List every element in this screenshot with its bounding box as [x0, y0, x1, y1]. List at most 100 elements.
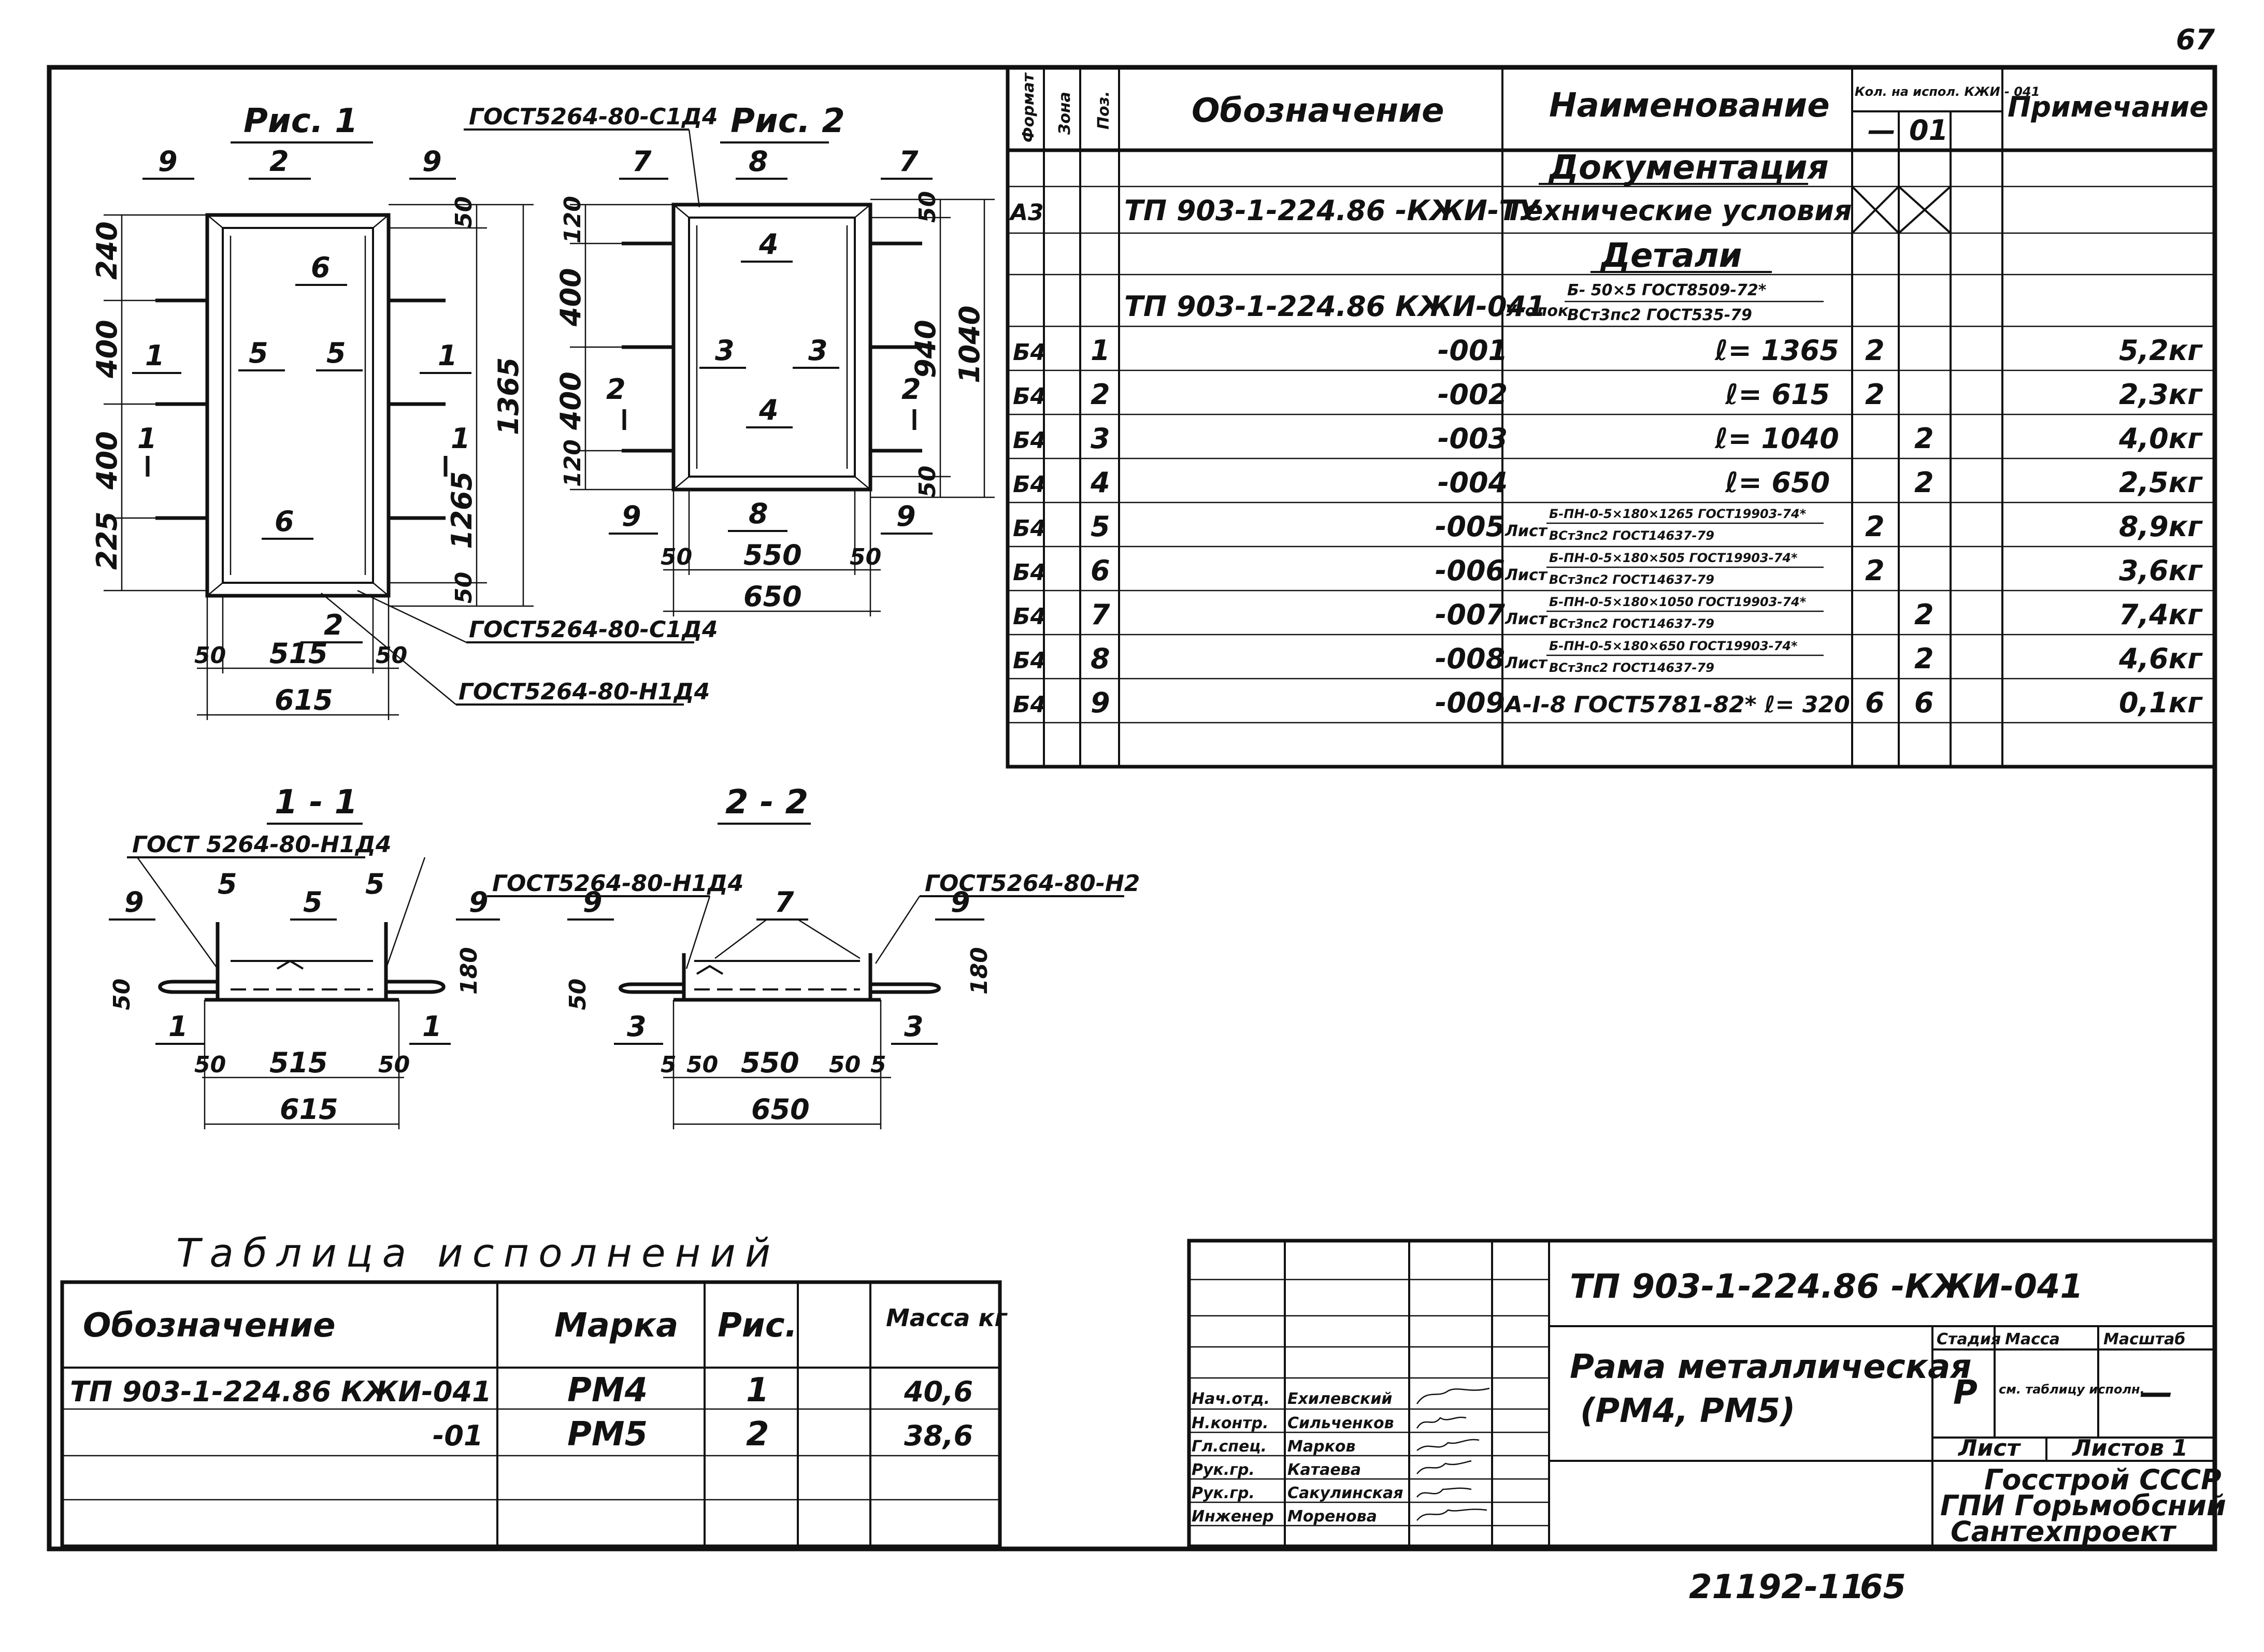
figure-2: Рис. 2 120 400 400 120: [554, 102, 995, 616]
variants-row-0-designation: ТП 903-1-224.86 КЖИ-041: [70, 1375, 492, 1408]
spec-row-6-designation: -003: [1438, 422, 1508, 455]
spec-row-10-name: Лист: [1504, 610, 1548, 628]
spec-header-qty-b: 01: [1909, 114, 1948, 147]
fig2-dim-bottom-1: 50: [661, 544, 692, 570]
section-2-dim-180: 180: [966, 947, 993, 995]
spec-row-6-pos: 3: [1091, 422, 1110, 455]
spec-header-format: Формат: [1020, 72, 1038, 142]
fig2-callout-8a: 8: [749, 145, 768, 178]
fig1-dim-left-2: 400: [91, 320, 123, 379]
variants-row-1-mass: 38,6: [904, 1419, 973, 1452]
spec-row-9-name: Лист: [1504, 566, 1548, 584]
spec-row-10-designation: -007: [1435, 598, 1506, 631]
figure-1: Рис. 1 ГОСТ5264-80-С1Д4 240 400: [91, 102, 718, 720]
spec-row-11-name-top: Б-ПН-0-5×180×650 ГОСТ19903-74*: [1549, 639, 1798, 653]
fig2-callout-7a: 7: [632, 145, 652, 178]
spec-row-11-format: Б4: [1013, 648, 1046, 674]
fig2-callout-3b: 3: [808, 334, 828, 367]
fig2-callout-8b: 8: [749, 497, 768, 530]
spec-header-designation: Обозначение: [1192, 92, 1444, 130]
section-2-gost-b: ГОСТ5264-80-Н2: [925, 870, 1140, 897]
section-1-callout-9a: 9: [124, 886, 144, 918]
fig1-dim-bottom-4: 615: [275, 684, 333, 716]
section-2-callout-9b: 9: [951, 886, 970, 918]
spec-row-3-designation: ТП 903-1-224.86 КЖИ-041: [1124, 290, 1546, 323]
spec-row-5-note: 2,3кг: [2119, 378, 2203, 411]
spec-row-1-name: Технические условия: [1505, 194, 1852, 227]
spec-row-11-pos: 8: [1091, 642, 1110, 675]
spec-row-9: Б4 6 -006 Лист Б-ПН-0-5×180×505 ГОСТ1990…: [1013, 551, 2203, 587]
spec-row-10-qty-b: 2: [1914, 598, 1934, 631]
fig2-title: Рис. 2: [730, 102, 845, 140]
section-1-callout-9b: 9: [469, 886, 489, 918]
spec-row-11-qty-b: 2: [1914, 642, 1934, 675]
spec-header-note: Примечание: [2008, 91, 2209, 123]
spec-row-7-format: Б4: [1013, 471, 1046, 498]
title-block-sheets-label: Листов 1: [2071, 1435, 2188, 1461]
spec-row-5-pos: 2: [1091, 378, 1110, 411]
spec-row-12-note: 0,1кг: [2119, 686, 2203, 719]
spec-row-4-format: Б4: [1013, 339, 1046, 366]
spec-row-10-format: Б4: [1013, 604, 1046, 630]
spec-row-5: Б4 2 -002 ℓ= 615 2 2,3кг: [1013, 378, 2203, 411]
section-2-dim-5b: 5: [870, 1052, 886, 1078]
spec-row-8-name-top: Б-ПН-0-5×180×1265 ГОСТ19903-74*: [1549, 507, 1807, 521]
title-block-title-1: Рама металлическая: [1570, 1348, 1971, 1386]
spec-row-9-qty-a: 2: [1865, 554, 1885, 587]
variants-header-mark: Марка: [554, 1306, 678, 1345]
fig1-dim-right-4: 50: [451, 572, 477, 604]
fig2-callout-4a: 4: [758, 228, 779, 261]
fig1-dim-right-3: 1265: [446, 471, 478, 549]
section-2-dim-50-left: 50: [565, 979, 591, 1010]
person-2-name: Марков: [1287, 1438, 1356, 1456]
variants-row-1-mark: РМ5: [567, 1415, 648, 1454]
spec-row-6: Б4 3 -003 ℓ= 1040 2 4,0кг: [1013, 422, 2203, 455]
section-1-dim-50b: 50: [378, 1052, 410, 1078]
fig2-callout-4b: 4: [758, 394, 779, 426]
variants-row-1-designation: -01: [433, 1419, 483, 1452]
footer-page: 65: [1860, 1568, 1906, 1606]
spec-row-7-note: 2,5кг: [2119, 466, 2203, 499]
spec-row-12-qty-a: 6: [1865, 686, 1885, 719]
section-2-callout-9a: 9: [583, 886, 603, 918]
section-2-callout-3b: 3: [904, 1010, 924, 1043]
spec-row-10: Б4 7 -007 Лист Б-ПН-0-5×180×1050 ГОСТ199…: [1013, 595, 2203, 631]
fig2-inner-frame: [688, 217, 856, 478]
person-0-name: Ехилевский: [1287, 1390, 1392, 1408]
gost-top-label: ГОСТ5264-80-С1Д4: [469, 104, 718, 130]
variants-row-1-fig: 2: [746, 1415, 769, 1454]
fig1-inner-frame: [222, 227, 374, 584]
fig1-callout-2a: 2: [269, 145, 289, 178]
person-4-role: Рук.гр.: [1192, 1484, 1255, 1502]
section-2-dim-50a: 50: [686, 1052, 718, 1078]
corner-number: 67: [2176, 23, 2215, 56]
fig2-dim-bottom-4: 650: [743, 580, 802, 613]
variants-header-designation: Обозначение: [83, 1306, 335, 1345]
spec-row-10-name-bot: ВСт3пс2 ГОСТ14637-79: [1549, 616, 1714, 631]
section-2-callout-3a: 3: [627, 1010, 647, 1043]
spec-row-2-name: Детали: [1600, 237, 1742, 275]
section-1-gost: ГОСТ 5264-80-Н1Д4: [132, 831, 392, 858]
variants-title: Таблица исполнений: [176, 1230, 780, 1276]
fig1-callout-1b: 1: [438, 339, 457, 372]
spec-row-12-qty-b: 6: [1914, 686, 1934, 719]
fig1-gost-a: ГОСТ5264-80-С1Д4: [469, 616, 718, 643]
title-block-stage-label: Стадия: [1937, 1330, 2001, 1348]
fig1-section-mark-right: 1: [451, 422, 470, 455]
section-1-callout-5a: 5: [218, 868, 237, 900]
spec-row-5-format: Б4: [1013, 383, 1046, 410]
section-2-title: 2 - 2: [725, 783, 808, 822]
fig1-dim-right-1: 50: [451, 196, 477, 228]
fig2-callout-7b: 7: [899, 145, 919, 178]
person-3-name: Катаева: [1287, 1461, 1361, 1479]
spec-row-12: Б4 9 -009 А-I-8 ГОСТ5781-82* ℓ= 320 6 6 …: [1013, 686, 2203, 719]
section-1-dim-515: 515: [269, 1046, 328, 1079]
spec-row-5-designation: -002: [1438, 378, 1508, 411]
fig1-callout-5a: 5: [249, 337, 268, 369]
spec-row-10-pos: 7: [1091, 598, 1110, 631]
spec-header-qty: Кол. на испол. КЖИ - 041: [1855, 84, 2040, 99]
fig2-dim-right-3: 1040: [953, 306, 986, 383]
fig2-dim-right-4: 50: [914, 466, 941, 497]
section-1-callout-1b: 1: [422, 1010, 442, 1043]
